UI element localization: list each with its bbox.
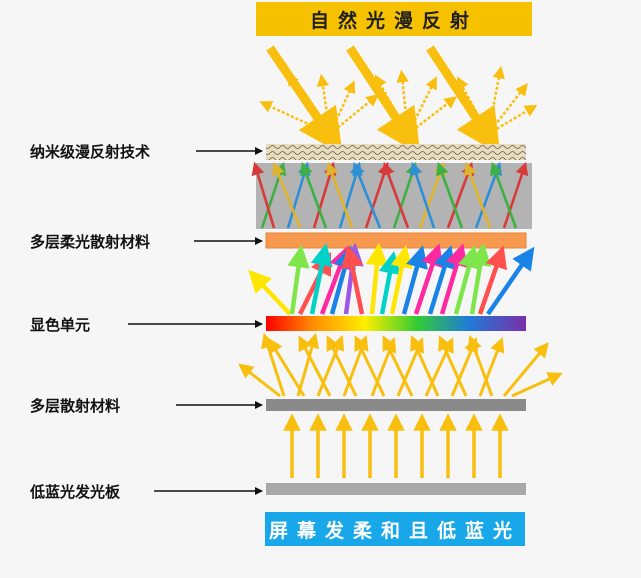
label-color-unit: 显色单元 xyxy=(30,316,91,334)
footer-banner: 屏幕发柔和且低蓝光 xyxy=(265,512,525,546)
color-unit-layer xyxy=(266,316,526,331)
incoming-arrow xyxy=(346,45,421,155)
emitter-plate xyxy=(266,483,526,495)
label-emitter: 低蓝光发光板 xyxy=(30,483,121,501)
incoming-arrow xyxy=(426,45,501,155)
chamber-rays xyxy=(251,161,529,229)
label-scatter: 多层散射材料 xyxy=(30,397,121,415)
emitted-light-arrows xyxy=(283,413,509,478)
label-nano-diffuse: 纳米级漫反射技术 xyxy=(30,143,151,161)
reflected-light-arrows xyxy=(259,65,538,136)
label-soft-scatter: 多层柔光散射材料 xyxy=(30,233,151,251)
header-banner: 自然光漫反射 xyxy=(256,2,532,36)
scattered-light-arrows xyxy=(238,332,563,398)
soft-scatter-layer xyxy=(265,232,527,249)
incoming-light-arrows xyxy=(266,45,501,155)
color-rays xyxy=(248,242,535,316)
label-pointers xyxy=(128,147,263,495)
scatter-layer xyxy=(266,399,526,411)
